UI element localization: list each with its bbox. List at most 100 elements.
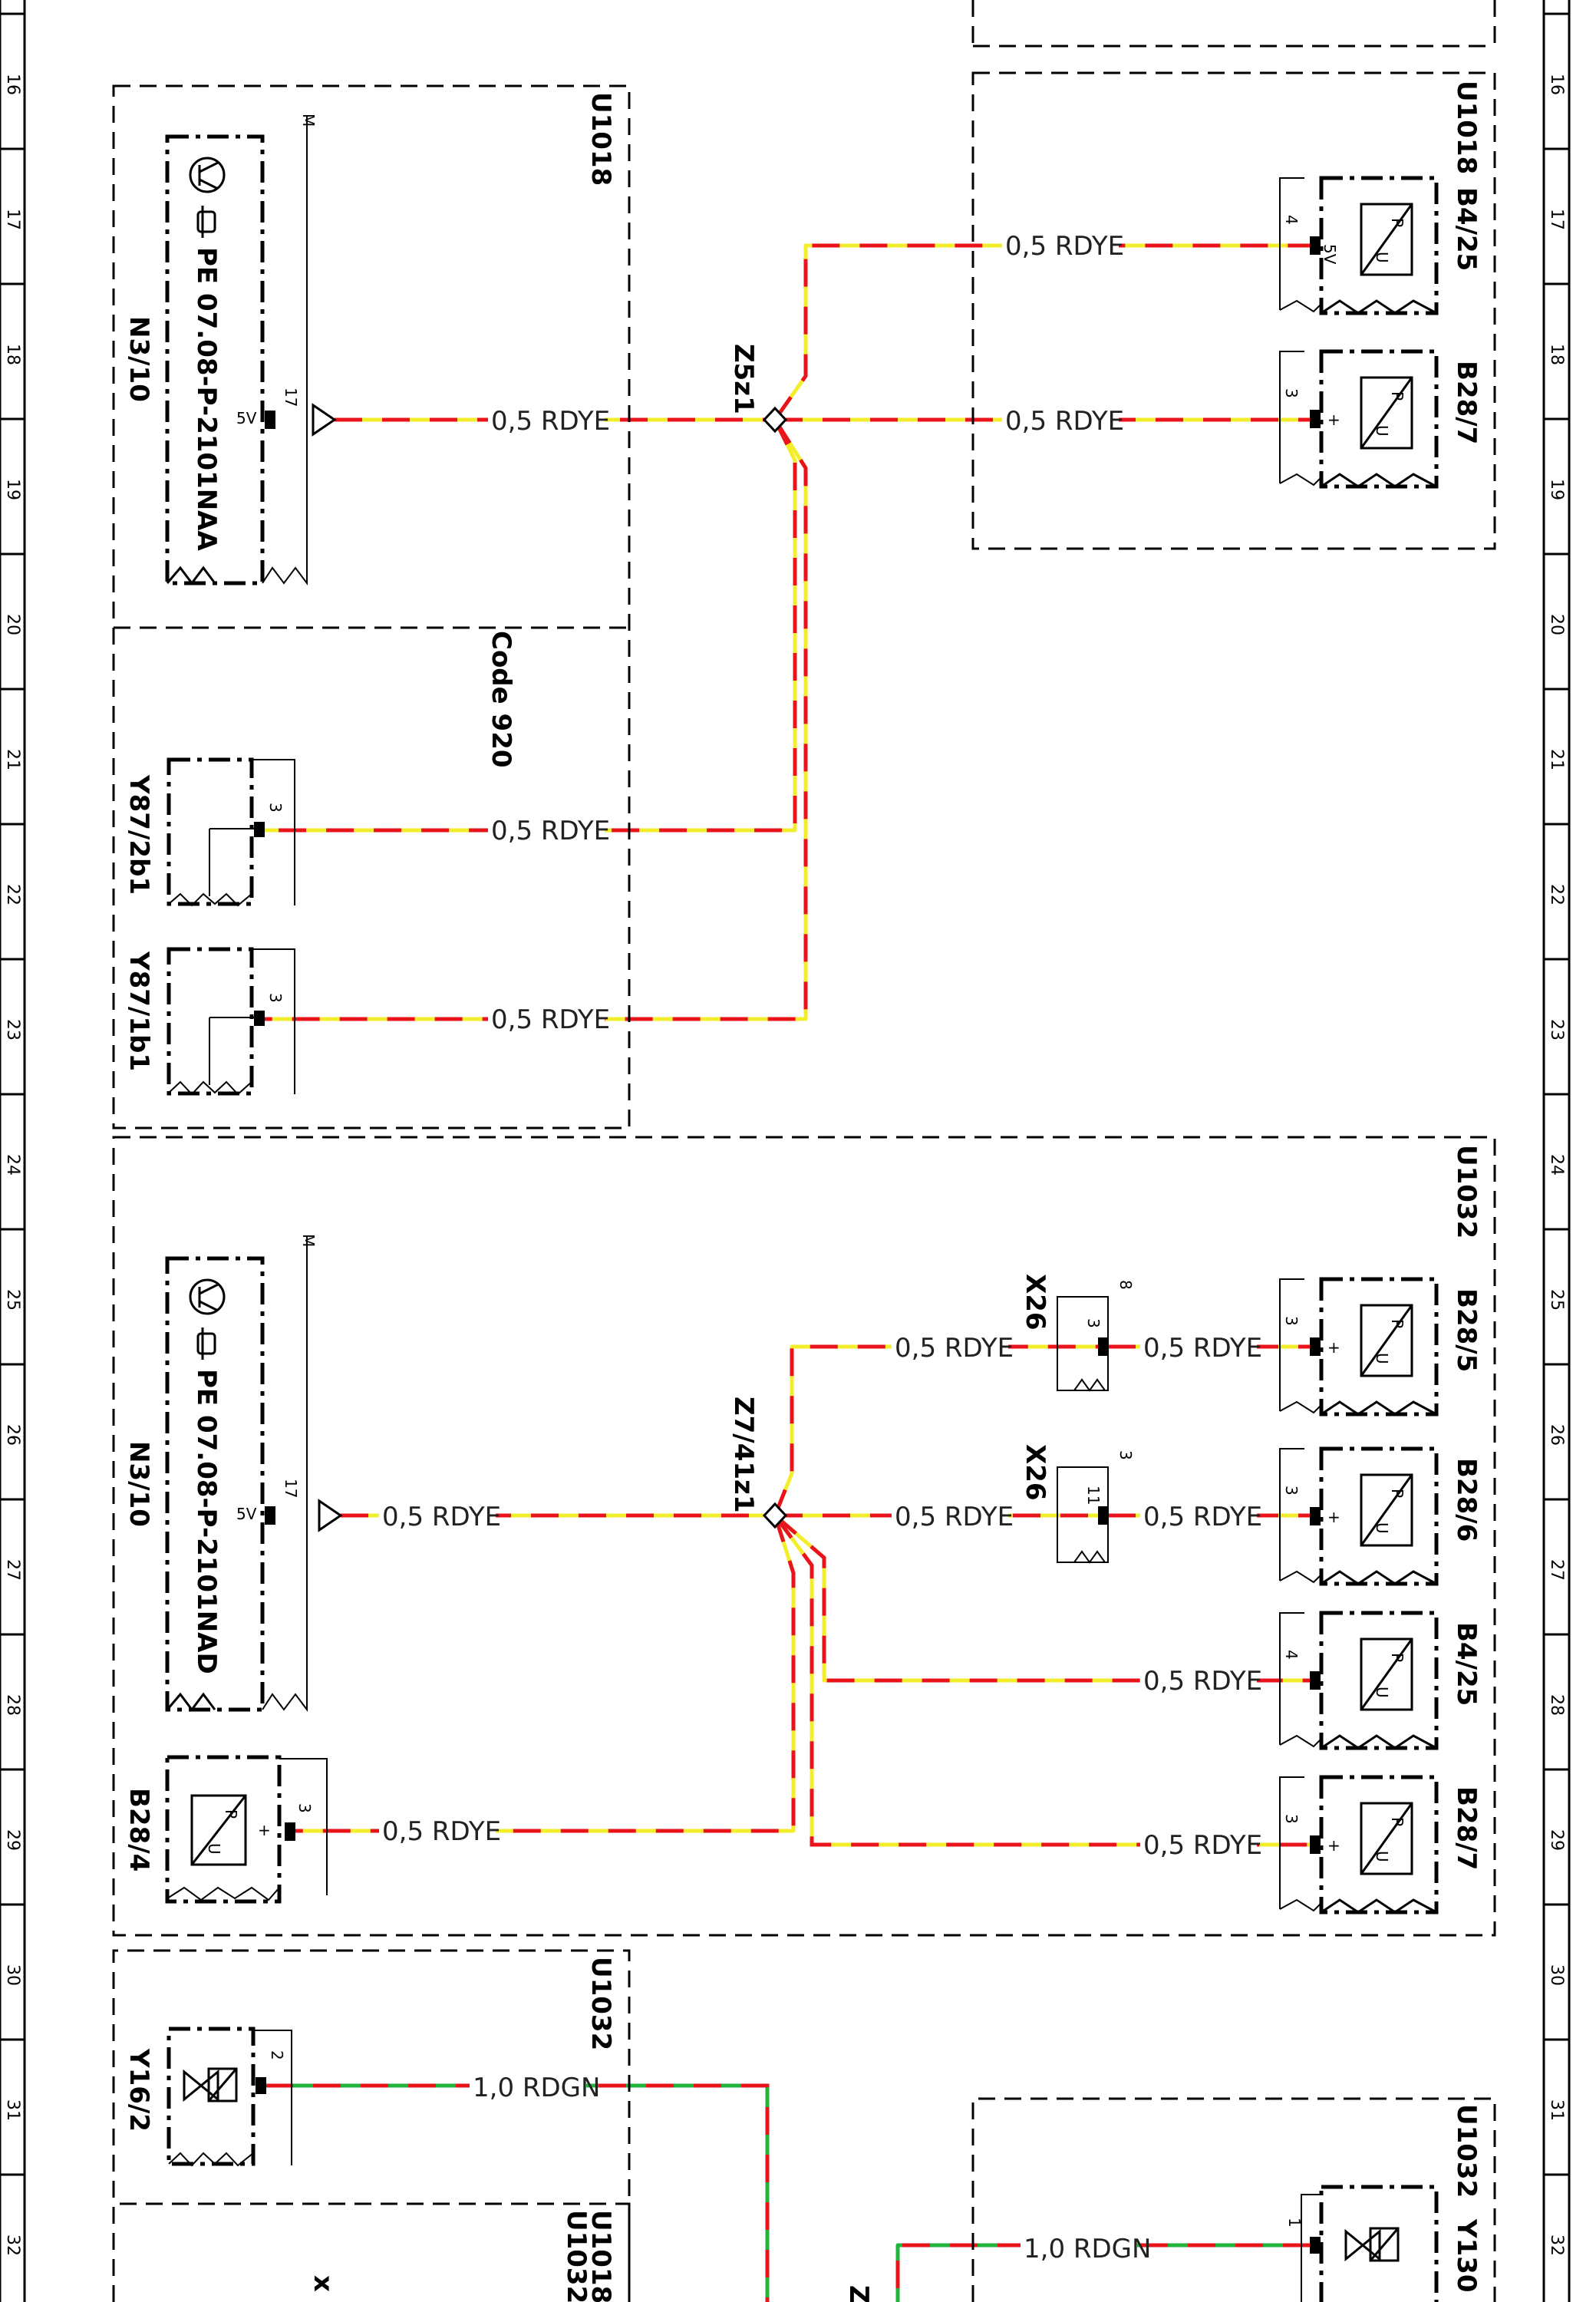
ruler-number: 17	[1547, 209, 1566, 230]
n3-10-top-ground: M	[299, 114, 318, 127]
sensor-pin: 3	[1282, 1316, 1301, 1326]
ruler-number: 23	[1547, 1019, 1566, 1041]
b28-4-u: U	[205, 1843, 223, 1855]
b28-4-plus: +	[258, 1821, 271, 1839]
ruler-number: 29	[3, 1829, 22, 1851]
transistor-icon	[189, 157, 226, 193]
sensor-p-symbol: P	[1388, 391, 1406, 401]
ruler-number: 16	[1547, 74, 1566, 95]
ruler-number: 21	[3, 749, 22, 770]
y87-2b1-name: Y87/2b1	[124, 774, 154, 895]
sensor-voltage: 5V	[1321, 244, 1339, 265]
sensor-p-symbol: P	[1388, 218, 1406, 227]
splice-z5z1-label: Z5z1	[728, 344, 759, 414]
n3-10-mid-name: N3/10	[124, 1441, 154, 1527]
ruler-number: 23	[3, 1019, 22, 1041]
control-unit-n3-10-mid[interactable]: M PE 07.08-P-2101NAD N3/10 17 5V	[124, 1234, 343, 1712]
connector-x26-a[interactable]: 3 8 X26	[1020, 1274, 1135, 1392]
box-label-u1032-mid: U1032	[1451, 1145, 1482, 1238]
sensor-plus-symbol: +	[1327, 1508, 1340, 1526]
connector-x26-b[interactable]: 11 3 X26	[1020, 1444, 1135, 1564]
sensor-u-symbol: U	[1373, 1522, 1391, 1534]
wire	[264, 418, 808, 1021]
x26-b-pin: 11	[1084, 1486, 1103, 1505]
wire-stripe	[773, 1514, 1312, 1683]
ruler-number: 25	[1547, 1289, 1566, 1311]
control-unit-n3-10-top[interactable]: M PE 07.08-P-2101NAA N3/10 17 5V	[124, 114, 337, 585]
wire-stripe	[265, 2083, 770, 2302]
wire-label: 0,5 RDYE	[491, 816, 610, 846]
pressure-sensor-b28-7-top[interactable]: PU3+B28/7	[1279, 349, 1482, 489]
x26-a-pin: 3	[1084, 1318, 1103, 1328]
sensor-name: B28/7	[1451, 1786, 1482, 1870]
b28-4-name: B28/4	[124, 1788, 154, 1872]
pressure-sensor-b28-4[interactable]: P U + 3 B28/4	[124, 1755, 328, 1904]
output-arrow-icon	[312, 403, 337, 437]
sensor-p-symbol: P	[1388, 1653, 1406, 1662]
sensor-u-symbol: U	[1373, 1353, 1391, 1364]
y130-name: Y130	[1451, 2218, 1482, 2293]
sensor-pin: 4	[1282, 1650, 1301, 1660]
ruler-number: 19	[1547, 479, 1566, 500]
ruler-number: 19	[3, 479, 22, 500]
wire-labels: 0,5 RDYE 0,5 RDYE 0,5 RDYE 0,5 RDYE 0,5 …	[379, 230, 1262, 2264]
y87-1b1-pin: 3	[266, 993, 285, 1003]
pressure-sensor-b28-7-mid[interactable]: PU3+B28/7	[1279, 1775, 1482, 1914]
sensor-u-symbol: U	[1373, 425, 1391, 437]
pressure-sensor-b28-5[interactable]: P U 3 + B28/5	[1279, 1277, 1482, 1416]
x26-a-name: X26	[1020, 1274, 1050, 1331]
x26-b-name: X26	[1020, 1444, 1050, 1501]
ruler-number: 29	[1547, 1829, 1566, 1851]
wire-label: 0,5 RDYE	[895, 1502, 1014, 1532]
ruler-number: 22	[3, 884, 22, 905]
ruler-number: 20	[1547, 614, 1566, 635]
wire	[773, 243, 1312, 421]
wire-label: 0,5 RDYE	[1005, 231, 1124, 262]
valve-sensor-y87-2b1[interactable]: 3 Y87/2b1	[124, 757, 295, 907]
pressure-sensor-b28-6[interactable]: PU3+B28/6	[1279, 1446, 1482, 1586]
sensor-u-symbol: U	[1373, 1851, 1391, 1862]
sensor-name: B4/25	[1451, 1622, 1482, 1706]
splice-z7-41z1[interactable]: Z7/41z1	[728, 1397, 788, 1529]
box-label-u1032-bottom: U1032	[561, 2210, 592, 2302]
sensor-p-symbol: P	[1388, 1489, 1406, 1498]
hand-pointer-icon	[196, 1327, 216, 1360]
ruler-number: 21	[1547, 749, 1566, 770]
wire-stripe	[295, 1515, 796, 1833]
wire-label: 1,0 RDGN	[473, 2073, 600, 2103]
solenoid-valve-y16-2[interactable]: 2 Y16/2	[124, 2027, 292, 2167]
ruler-number: 22	[1547, 884, 1566, 905]
wire-stripe	[895, 2243, 1311, 2302]
splice-z5z1[interactable]: Z5z1	[728, 344, 788, 434]
wire-stripe	[264, 418, 808, 1021]
box-label-u1032-lower-left: U1032	[585, 1957, 616, 2050]
y16-2-pin: 2	[268, 2050, 286, 2060]
edge-mark-x: x	[308, 2275, 338, 2292]
n3-10-mid-voltage: 5V	[236, 1505, 257, 1523]
box-label-u1032-lower-right: U1032	[1451, 2104, 1482, 2198]
edge-mark-z: Z	[843, 2285, 874, 2302]
sensor-pin: 4	[1282, 215, 1301, 225]
wire-label: 0,5 RDYE	[491, 1004, 610, 1035]
sensor-p-symbol: P	[1388, 1817, 1406, 1826]
sensor-pin: 3	[1282, 1486, 1301, 1496]
y16-2-name: Y16/2	[124, 2048, 154, 2132]
y130-pin: 1	[1285, 2218, 1304, 2228]
ruler-number: 31	[1547, 2099, 1566, 2121]
sensor-name: B4/25	[1451, 187, 1482, 271]
sensor-plus-symbol: +	[1327, 1338, 1340, 1357]
sensor-p-symbol: P	[1388, 1319, 1406, 1328]
n3-10-top-voltage: 5V	[236, 409, 257, 427]
valve-sensor-y87-1b1[interactable]: 3 Y87/1b1	[124, 947, 295, 1096]
solenoid-valve-y130[interactable]: 1 Y130	[1285, 2185, 1482, 2302]
ruler-number: 32	[3, 2234, 22, 2256]
sensor-name: B28/5	[1451, 1288, 1482, 1372]
ruler-number: 17	[3, 209, 22, 230]
ruler-number: 16	[3, 74, 22, 95]
